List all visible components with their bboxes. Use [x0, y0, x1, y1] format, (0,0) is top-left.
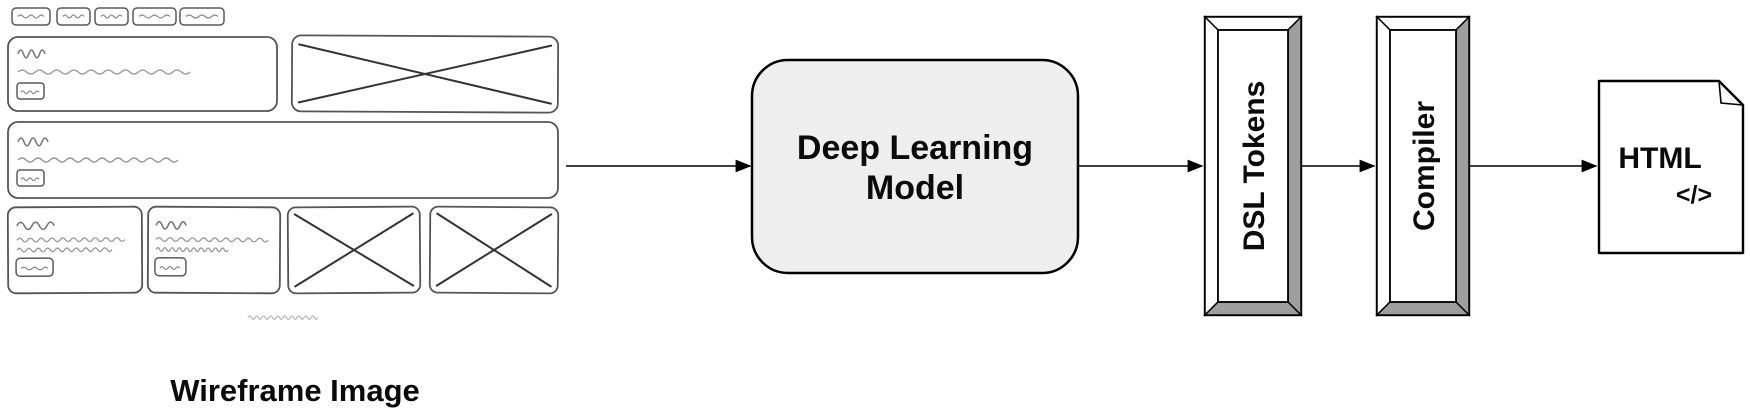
sketch-card-wide — [7, 121, 559, 199]
wireframe-caption: Wireframe Image — [170, 373, 420, 408]
sketch-card-a — [6, 205, 144, 295]
sketch-footer-scribble — [247, 315, 319, 320]
document-shape — [1597, 79, 1745, 255]
sketch-image-x-line — [435, 213, 553, 287]
sketch-card-outline — [7, 36, 278, 112]
sketch-button — [56, 7, 91, 26]
dsl-box-bevel-right — [1287, 15, 1302, 317]
sketch-button — [132, 7, 177, 26]
sketch-image-x-line — [294, 212, 414, 288]
compiler-box-bevel-top — [1375, 16, 1471, 31]
document-fold-corner — [1718, 80, 1744, 106]
model-box-shape — [750, 58, 1080, 275]
compiler-box: Compiler — [1375, 15, 1471, 317]
html-doc-title: HTML — [1618, 142, 1701, 175]
model-label-line2: Model — [866, 169, 964, 207]
compiler-box-bevel-right — [1455, 15, 1470, 317]
compiler-box-face — [1389, 29, 1457, 303]
sketch-button — [11, 7, 51, 26]
sketch-image-placeholder-1 — [290, 34, 560, 114]
sketch-button — [179, 7, 225, 26]
sketch-card-hero — [7, 36, 278, 112]
sketch-image-placeholder-2 — [286, 205, 422, 295]
dsl-box-bevel-top — [1203, 16, 1303, 31]
deep-learning-model-box: Deep Learning Model — [750, 58, 1080, 275]
dsl-box-label: DSL Tokens — [1238, 81, 1271, 252]
sketch-button — [94, 7, 129, 26]
model-label-line1: Deep Learning — [797, 129, 1033, 167]
sketch-card-outline — [7, 121, 559, 199]
compiler-box-bevel-left — [1376, 15, 1391, 317]
wireframe-sketch — [6, 7, 560, 320]
sketch-nav-buttons — [11, 7, 225, 26]
dsl-box-face — [1217, 29, 1289, 303]
dsl-box-bevel-left — [1204, 15, 1219, 317]
sketch-image-placeholder-3 — [428, 205, 560, 295]
dsl-tokens-box: DSL Tokens — [1203, 15, 1303, 317]
html-document: HTML </> — [1597, 79, 1745, 255]
compiler-box-label: Compiler — [1408, 101, 1441, 231]
compiler-box-bevel-bottom — [1375, 301, 1471, 316]
sketch-image-x-line — [297, 44, 553, 104]
sketch-card-b — [146, 205, 282, 295]
code-tag-glyph: </> — [1676, 181, 1712, 209]
dsl-box-bevel-bottom — [1203, 301, 1303, 316]
sketch-card-outline — [6, 205, 144, 295]
